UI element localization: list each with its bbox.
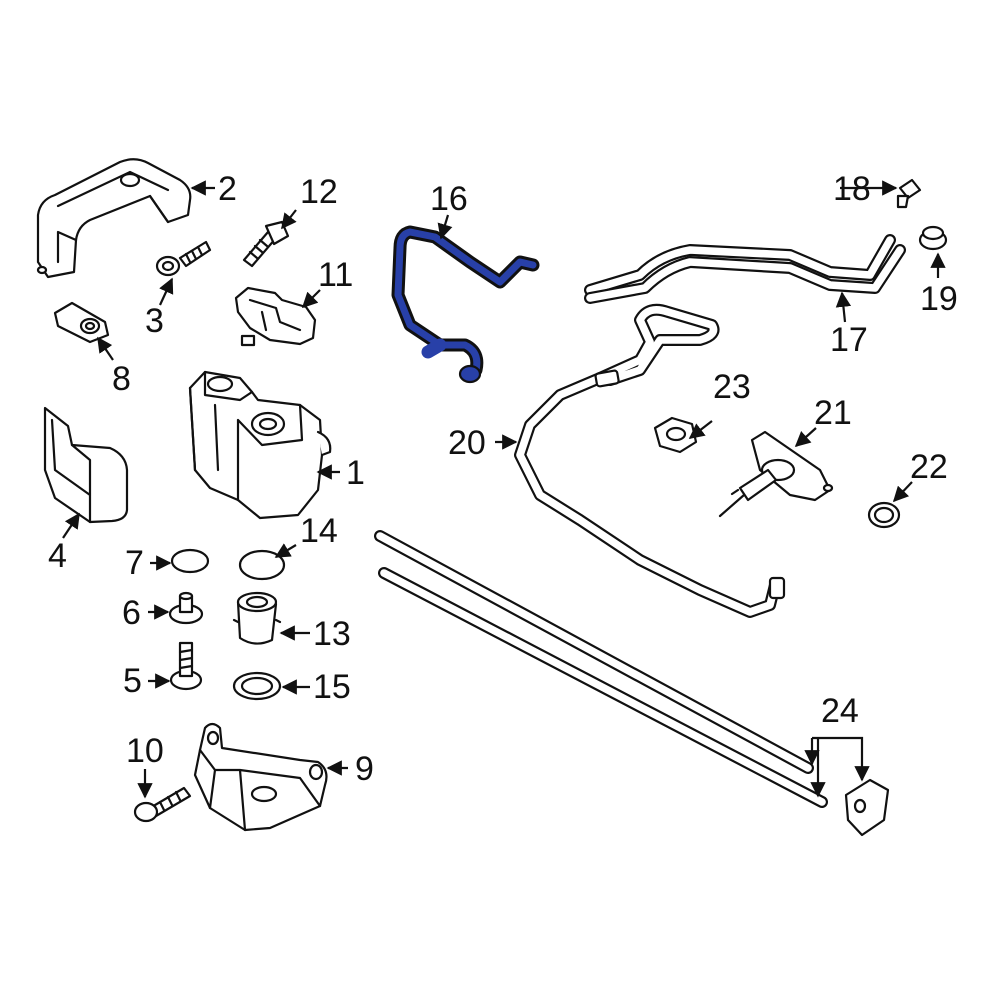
part-3-bolt[interactable] bbox=[155, 240, 212, 277]
part-16-tube[interactable] bbox=[391, 225, 540, 384]
callout-13: 13 bbox=[313, 615, 351, 653]
callout-6: 6 bbox=[122, 594, 141, 632]
callout-18: 18 bbox=[833, 170, 871, 208]
callout-17: 17 bbox=[830, 321, 868, 359]
callout-22: 22 bbox=[910, 448, 948, 486]
part-8-clip-nut[interactable] bbox=[53, 301, 110, 344]
callout-11: 11 bbox=[318, 256, 353, 294]
callout-2: 2 bbox=[218, 170, 237, 208]
callout-19: 19 bbox=[920, 280, 958, 318]
part-10-bolt[interactable] bbox=[133, 786, 192, 823]
part-17-tube-pair[interactable] bbox=[584, 234, 906, 304]
part-7-o-ring[interactable] bbox=[170, 548, 210, 574]
part-20-harness[interactable] bbox=[514, 303, 786, 618]
part-14-seal[interactable] bbox=[238, 549, 286, 581]
callout-9: 9 bbox=[355, 750, 374, 788]
part-23-nut[interactable] bbox=[653, 416, 698, 454]
leader-lines bbox=[62, 180, 946, 799]
callout-21: 21 bbox=[814, 394, 852, 432]
part-18-bolt[interactable] bbox=[896, 178, 922, 209]
callout-labels: 1 2 3 4 5 6 7 8 9 10 11 12 13 14 15 16 1… bbox=[48, 170, 958, 788]
callout-14: 14 bbox=[300, 512, 338, 550]
part-9-mount-bracket[interactable] bbox=[193, 722, 328, 832]
part-19-cap[interactable] bbox=[918, 225, 948, 251]
part-6-plug[interactable] bbox=[168, 591, 204, 625]
part-1-housing[interactable] bbox=[188, 370, 332, 520]
part-24-rods[interactable] bbox=[374, 530, 890, 837]
callout-1: 1 bbox=[346, 454, 365, 492]
callout-3: 3 bbox=[145, 302, 164, 340]
part-13-sleeve[interactable] bbox=[232, 591, 282, 645]
callout-8: 8 bbox=[112, 360, 131, 398]
part-11-sensor[interactable] bbox=[234, 286, 317, 347]
callout-5: 5 bbox=[123, 662, 142, 700]
part-4-shield[interactable] bbox=[43, 406, 129, 524]
callout-23: 23 bbox=[713, 368, 751, 406]
callout-15: 15 bbox=[313, 668, 351, 706]
part-15-gasket[interactable] bbox=[232, 671, 282, 701]
callout-16: 16 bbox=[430, 180, 468, 218]
part-21-sending-unit[interactable] bbox=[718, 430, 834, 518]
callout-7: 7 bbox=[125, 544, 144, 582]
callout-4: 4 bbox=[48, 537, 67, 575]
part-5-stud[interactable] bbox=[169, 641, 203, 691]
callout-24: 24 bbox=[821, 692, 859, 730]
callout-20: 20 bbox=[448, 424, 486, 462]
part-12-bolt[interactable] bbox=[242, 220, 290, 268]
callout-12: 12 bbox=[300, 173, 338, 211]
part-2-bracket[interactable] bbox=[36, 158, 192, 279]
callout-10: 10 bbox=[126, 732, 164, 770]
part-22-o-ring[interactable] bbox=[867, 501, 901, 529]
